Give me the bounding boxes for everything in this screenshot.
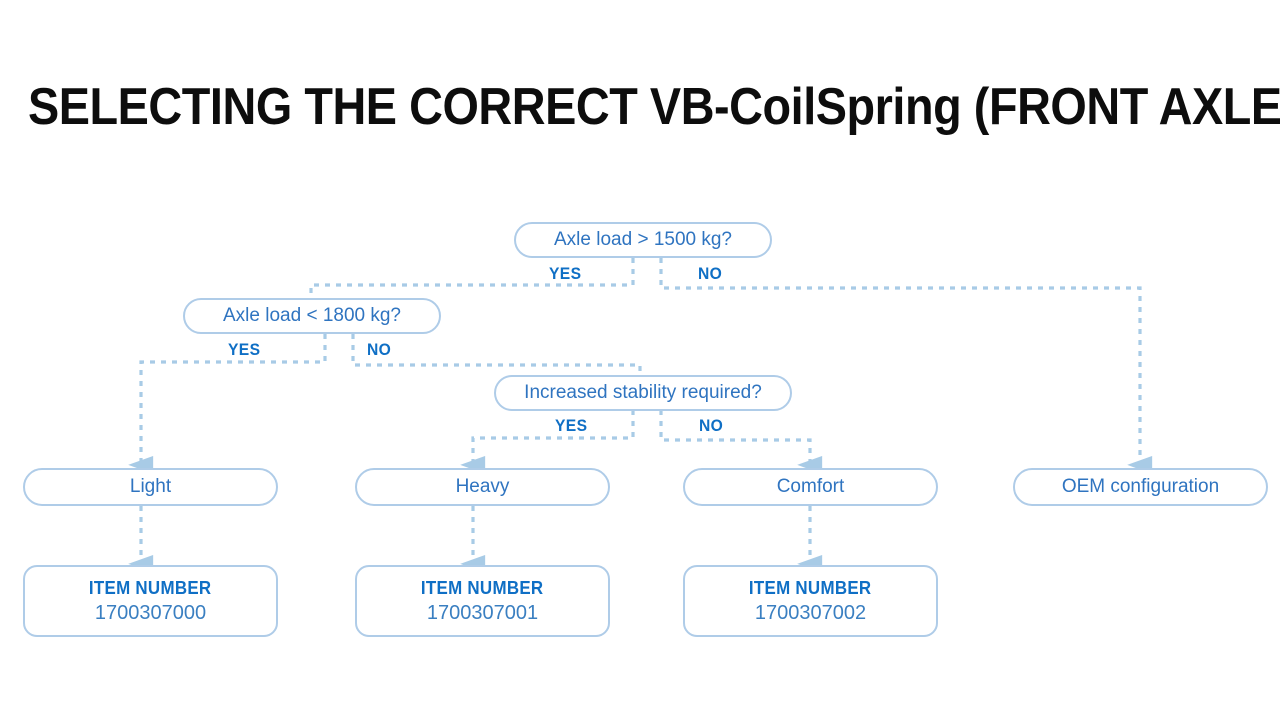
branch-label-d2-no: NO — [367, 340, 392, 359]
decision-node-increased-stability[interactable]: Increased stability required? — [494, 375, 792, 411]
connector-d3-no — [659, 410, 823, 474]
item-number-value: 1700307002 — [754, 601, 867, 624]
item-number-card-light[interactable]: ITEM NUMBER 1700307000 — [23, 565, 278, 637]
decision-node-axle-load-1500[interactable]: Axle load > 1500 kg? — [514, 222, 772, 258]
result-node-oem-configuration[interactable]: OEM configuration — [1013, 468, 1268, 506]
connector-d3-yes — [460, 410, 635, 474]
result-node-label: Heavy — [455, 476, 510, 497]
item-number-title: ITEM NUMBER — [89, 577, 212, 598]
item-number-card-heavy[interactable]: ITEM NUMBER 1700307001 — [355, 565, 610, 637]
decision-node-axle-load-1800[interactable]: Axle load < 1800 kg? — [183, 298, 441, 334]
connector-d1-yes — [309, 258, 635, 300]
result-node-label: OEM configuration — [1061, 476, 1220, 497]
decision-node-label: Increased stability required? — [524, 382, 762, 403]
decision-node-label: Axle load > 1500 kg? — [554, 229, 732, 250]
page-title: SELECTING THE CORRECT VB-CoilSpring (FRO… — [28, 78, 1280, 136]
branch-label-d1-yes: YES — [549, 264, 582, 283]
branch-label-d1-no: NO — [698, 264, 723, 283]
result-node-label: Light — [129, 476, 172, 497]
branch-label-d2-yes: YES — [228, 340, 261, 359]
result-node-comfort[interactable]: Comfort — [683, 468, 938, 506]
result-node-heavy[interactable]: Heavy — [355, 468, 610, 506]
branch-label-d3-no: NO — [699, 416, 724, 435]
item-number-title: ITEM NUMBER — [421, 577, 544, 598]
item-number-value: 1700307001 — [426, 601, 539, 624]
item-number-value: 1700307000 — [94, 601, 207, 624]
connector-d2-no — [351, 334, 642, 377]
result-node-label: Comfort — [776, 476, 845, 497]
item-number-card-comfort[interactable]: ITEM NUMBER 1700307002 — [683, 565, 938, 637]
branch-label-d3-yes: YES — [555, 416, 588, 435]
result-node-light[interactable]: Light — [23, 468, 278, 506]
connector-d1-no — [659, 258, 1153, 474]
decision-node-label: Axle load < 1800 kg? — [223, 305, 401, 326]
item-number-title: ITEM NUMBER — [749, 577, 872, 598]
connector-d2-yes — [128, 334, 327, 474]
